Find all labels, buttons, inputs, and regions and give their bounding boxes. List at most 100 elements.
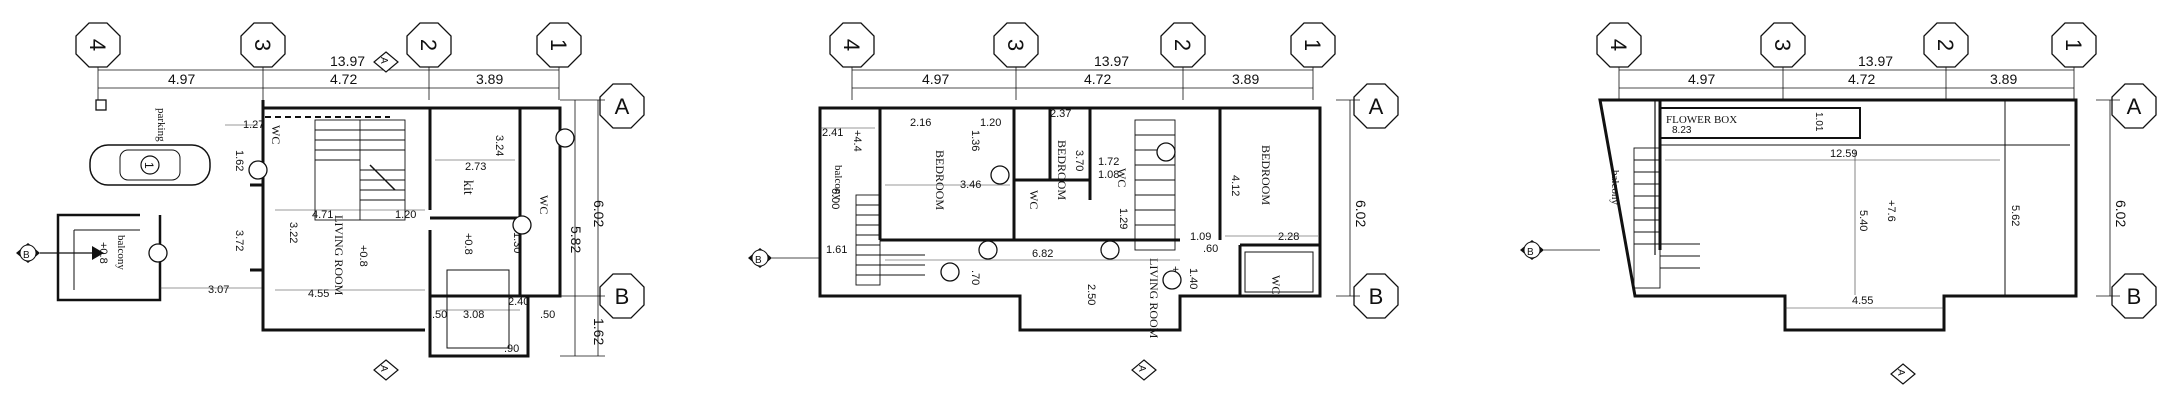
level-mark: +0.8 bbox=[97, 242, 109, 264]
section-label: B bbox=[23, 250, 30, 261]
inner-dim: .90 bbox=[504, 343, 519, 355]
inner-dim: 5.62 bbox=[2009, 205, 2021, 226]
grid-label: 1 bbox=[1300, 39, 1325, 51]
span-dim: 4.97 bbox=[922, 71, 949, 87]
level-mark: +0.8 bbox=[357, 245, 369, 267]
walls bbox=[250, 100, 562, 358]
room-label: BEDROOM bbox=[1259, 145, 1273, 205]
room-label: LIVING ROOM bbox=[1147, 258, 1161, 339]
section-label: A bbox=[1136, 365, 1147, 372]
walls bbox=[818, 106, 1322, 332]
right-dimensions bbox=[1336, 99, 1360, 297]
inner-dim: 4.71 bbox=[312, 209, 333, 221]
first-floor-plan: 4 3 2 1 A B 13.97 4.97 4.72 bbox=[748, 22, 1399, 381]
grid-label: B bbox=[615, 284, 630, 309]
inner-dim: 5.40 bbox=[1857, 210, 1869, 231]
grid-bubble-2: 2 bbox=[1160, 22, 1206, 68]
grid-label: 4 bbox=[1606, 39, 1631, 51]
right-dimensions bbox=[560, 99, 605, 357]
span-dim: 3.89 bbox=[1232, 71, 1259, 87]
grid-label: A bbox=[615, 94, 630, 119]
grid-label: B bbox=[2127, 284, 2142, 309]
inner-dim-lines bbox=[820, 127, 1318, 261]
grid-label: 2 bbox=[1170, 39, 1195, 51]
room-label: parking bbox=[155, 108, 167, 142]
section-marker-A-bottom: A bbox=[373, 359, 399, 381]
right-dim: 6.02 bbox=[2113, 200, 2129, 227]
door-marker bbox=[940, 262, 960, 282]
room-label: BEDROOM bbox=[933, 150, 947, 210]
door-marker bbox=[978, 240, 998, 260]
grid-bubble-1: 1 bbox=[1290, 22, 1336, 68]
section-label: A bbox=[1895, 369, 1906, 376]
inner-dim: 4.55 bbox=[1852, 295, 1873, 307]
inner-dim: 2.28 bbox=[1278, 231, 1299, 243]
level-mark: +0.8 bbox=[462, 233, 474, 255]
grid-label: B bbox=[1369, 284, 1384, 309]
inner-dim: 1.20 bbox=[395, 209, 416, 221]
inner-dim: 1.30 bbox=[511, 232, 523, 253]
grid-bubble-B: B bbox=[599, 273, 645, 319]
inner-dim: 3.07 bbox=[208, 284, 229, 296]
grid-bubble-A: A bbox=[599, 83, 645, 129]
room-label: WC bbox=[1269, 275, 1283, 294]
staircase-first bbox=[855, 119, 1176, 286]
grid-label: 4 bbox=[85, 39, 110, 51]
inner-dim: 6.82 bbox=[1032, 248, 1053, 260]
room-label: balcony bbox=[115, 235, 127, 270]
inner-dim: 3.24 bbox=[493, 135, 505, 156]
room-label: BEDROOM bbox=[1055, 140, 1069, 200]
room-label: WC bbox=[1027, 190, 1041, 209]
grid-label: A bbox=[1369, 94, 1384, 119]
inner-dim: 12.59 bbox=[1830, 148, 1858, 160]
flower-box bbox=[1659, 107, 1861, 139]
inner-dim: 3.22 bbox=[287, 222, 299, 243]
top-dimensions bbox=[97, 67, 560, 100]
grid-label: 2 bbox=[416, 39, 441, 51]
car-symbol: 1 bbox=[89, 144, 211, 186]
grid-label: 3 bbox=[1770, 39, 1795, 51]
inner-dim: 1.72 bbox=[1098, 156, 1119, 168]
room-label: LIVING ROOM bbox=[332, 215, 346, 296]
overall-width-dim: 13.97 bbox=[330, 53, 365, 69]
inner-dim: 6.00 bbox=[829, 188, 841, 209]
door-marker bbox=[990, 165, 1010, 185]
entry-arrowhead bbox=[92, 246, 104, 260]
inner-dim: .60 bbox=[1203, 243, 1218, 255]
level-mark: +4.4 bbox=[851, 130, 863, 152]
door-marker bbox=[512, 215, 532, 235]
roof-plan: 4 3 2 1 A B 13.97 4.97 4.72 bbox=[1520, 22, 2157, 385]
level-mark: +7.6 bbox=[1885, 200, 1897, 222]
inner-dim: .70 bbox=[969, 270, 981, 285]
grid-bubble-4: 4 bbox=[75, 22, 121, 68]
inner-dim: 8.23 bbox=[1672, 125, 1692, 136]
inner-dim: 2.37 bbox=[1050, 108, 1071, 120]
right-dim: 6.02 bbox=[1353, 200, 1369, 227]
grid-bubble-B: B bbox=[1353, 273, 1399, 319]
grid-bubble-3: 3 bbox=[993, 22, 1039, 68]
grid-bubble-1: 1 bbox=[2051, 22, 2097, 68]
grid-bubble-B: B bbox=[2111, 273, 2157, 319]
door-marker bbox=[1156, 142, 1176, 162]
grid-bubble-1: 1 bbox=[536, 22, 582, 68]
door-marker bbox=[148, 243, 168, 263]
room-label: WC bbox=[1115, 168, 1129, 187]
right-dim: 1.62 bbox=[591, 318, 607, 345]
grid-label: 3 bbox=[1003, 39, 1028, 51]
door-marker bbox=[1162, 270, 1182, 290]
inner-dim: 4.55 bbox=[308, 288, 329, 300]
grid-bubble-2: 2 bbox=[406, 22, 452, 68]
section-marker-B-left: B bbox=[16, 243, 40, 263]
room-label: WC bbox=[537, 195, 551, 214]
inner-dim: 2.50 bbox=[1085, 284, 1097, 305]
section-marker-A-top: A bbox=[373, 51, 399, 73]
balcony-ground bbox=[56, 213, 162, 302]
grid-label: 1 bbox=[2061, 39, 2086, 51]
section-label: B bbox=[1527, 247, 1534, 258]
inner-dim-lines bbox=[160, 124, 520, 311]
grid-label: 4 bbox=[839, 39, 864, 51]
inner-dim: 2.73 bbox=[465, 161, 486, 173]
inner-dim: 1.40 bbox=[1187, 268, 1199, 289]
grid-bubble-4: 4 bbox=[829, 22, 875, 68]
